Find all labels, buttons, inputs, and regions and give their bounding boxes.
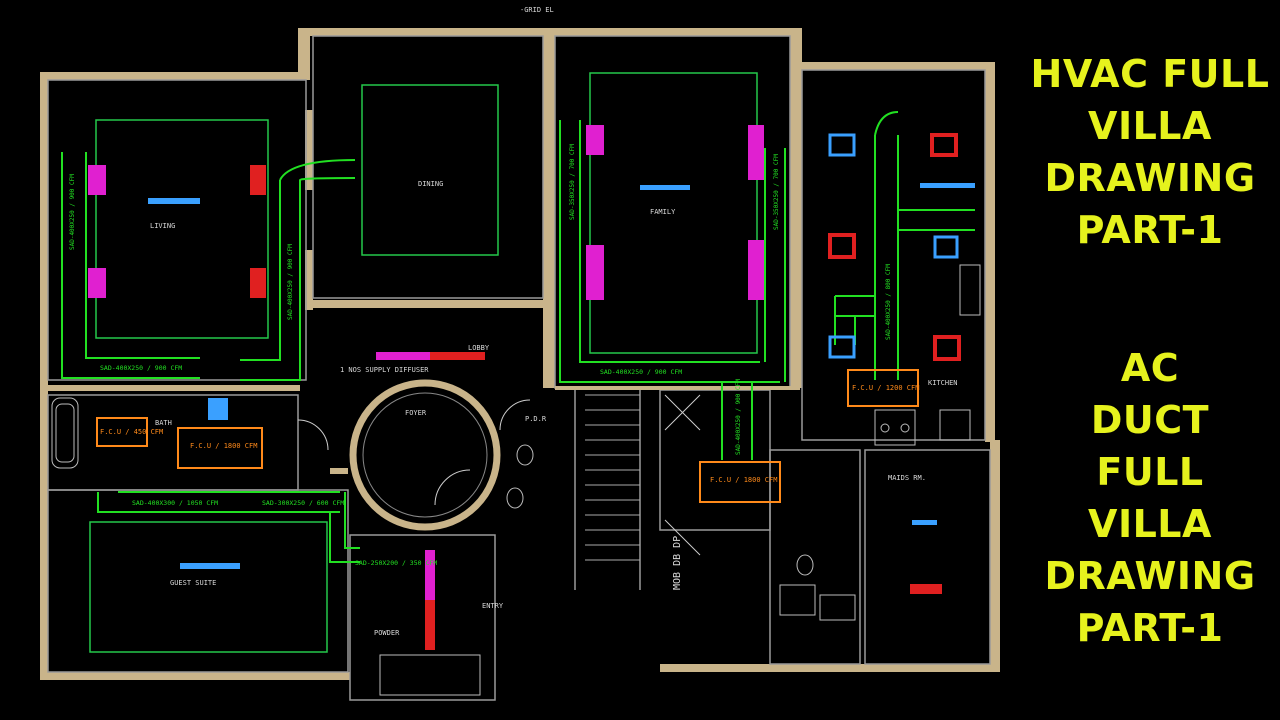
- title-hvac-villa-drawing: HVAC FULL VILLA DRAWING PART-1: [1020, 48, 1280, 256]
- subtitle-line-4: VILLA: [1088, 502, 1212, 546]
- fcu-living-label: F.C.U / 1800 CFM: [190, 442, 257, 450]
- door-swings: [297, 394, 701, 556]
- room-label-living: LIVING: [150, 222, 175, 230]
- subtitle-line-6: PART-1: [1076, 606, 1224, 650]
- return-grilles: [250, 165, 485, 650]
- room-label-maids: MAIDS RM.: [888, 474, 926, 482]
- ceiling-outlines: [89, 72, 758, 653]
- fcu-units: [96, 369, 919, 503]
- top-grid-note: -GRID EL: [520, 6, 554, 14]
- stairs: [585, 394, 640, 561]
- supply-grilles: [88, 125, 764, 600]
- duct-label-kitchen-riser: SAD-400X250 / 800 CFM: [885, 264, 892, 340]
- room-label-entry: ENTRY: [482, 602, 504, 610]
- room-label-lobby: LOBBY: [468, 344, 490, 352]
- duct-label-family-left: SAD-350X250 / 700 CFM: [569, 144, 576, 220]
- duct-label-guest: SAD-400X300 / 1050 CFM: [132, 499, 218, 507]
- duct-label-powder: SAD-250X200 / 350 CFM: [355, 559, 437, 567]
- duct-label-family-drop: SAD-400X250 / 900 CFM: [735, 379, 742, 455]
- room-label-kitchen: KITCHEN: [928, 379, 958, 387]
- subtitle-line-1: AC: [1120, 346, 1180, 390]
- room-label-guest-suite: GUEST SUITE: [170, 579, 216, 587]
- duct-label-guest-branch: SAD-300X250 / 600 CFM: [262, 499, 344, 507]
- room-label-powder: POWDER: [374, 629, 400, 637]
- title-ac-duct-villa-drawing: AC DUCT FULL VILLA DRAWING PART-1: [1020, 342, 1280, 654]
- title-line-3: DRAWING: [1044, 156, 1256, 200]
- title-line-4: PART-1: [1076, 208, 1224, 252]
- duct-label-family-right: SAD-350X250 / 700 CFM: [773, 154, 780, 230]
- title-line-2: VILLA: [1088, 104, 1212, 148]
- duct-label-family: SAD-400X250 / 900 CFM: [600, 368, 682, 376]
- room-label-bath: BATH: [155, 419, 172, 427]
- dining-note: 1 NOS SUPPLY DIFFUSER: [340, 366, 429, 374]
- subtitle-line-3: FULL: [1096, 450, 1204, 494]
- kitchen-diffusers: [828, 133, 961, 361]
- room-label-family: FAMILY: [650, 208, 676, 216]
- fcu-bath-label: F.C.U / 450 CFM: [100, 428, 163, 436]
- fcu-kitchen-label: F.C.U / 1200 CFM: [852, 384, 919, 392]
- duct-label-living: SAD-400X250 / 900 CFM: [100, 364, 182, 372]
- fixtures: [51, 264, 981, 696]
- fcu-family-label: F.C.U / 1800 CFM: [710, 476, 777, 484]
- subtitle-line-5: DRAWING: [1044, 554, 1256, 598]
- interior-walls: [40, 35, 991, 701]
- title-line-1: HVAC FULL: [1030, 52, 1270, 96]
- room-label-dining: DINING: [418, 180, 443, 188]
- ceiling-tags: [148, 183, 975, 569]
- room-label-pdr: P.D.R: [525, 415, 547, 423]
- subtitle-line-2: DUCT: [1090, 398, 1210, 442]
- duct-label-left-top: SAD-400X250 / 900 CFM: [69, 174, 76, 250]
- supply-ducts: [61, 111, 975, 563]
- duct-label-left-bottom: SAD-400X250 / 900 CFM: [287, 244, 294, 320]
- walls: [40, 28, 1000, 680]
- foyer-rotunda: [349, 379, 501, 531]
- hvac-floor-plan: F.C.U / 1800 CFM F.C.U / 1800 CFM F.C.U …: [40, 6, 1000, 701]
- stair-note: MOB DB DP: [672, 536, 683, 590]
- room-label-foyer: FOYER: [405, 409, 427, 417]
- exhaust-vent: [910, 584, 942, 594]
